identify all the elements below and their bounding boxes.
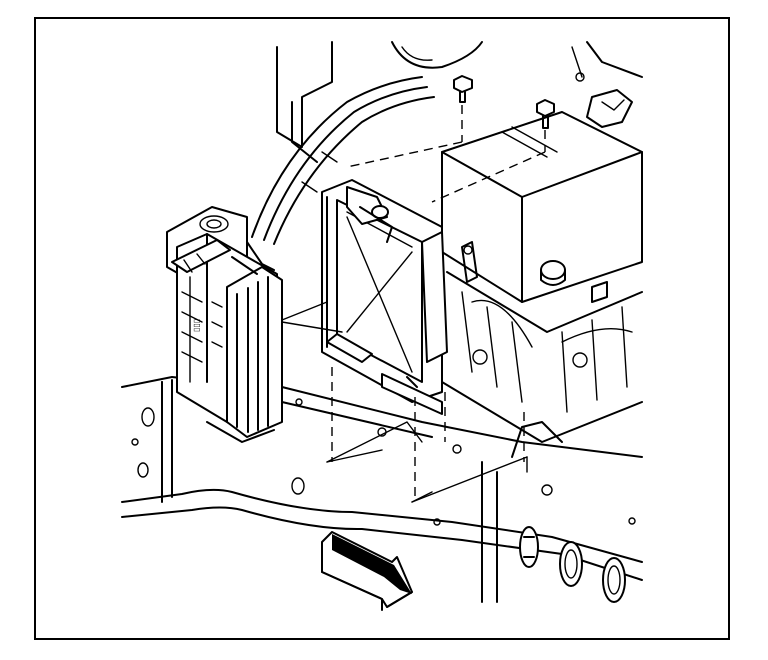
harness-connector-icon bbox=[231, 241, 275, 275]
svg-text:▯▯▯: ▯▯▯ bbox=[192, 319, 201, 332]
engine-control-module-icon: ▯▯▯ bbox=[171, 233, 283, 443]
fender-slot-icon bbox=[602, 557, 626, 603]
installation-guide-lines bbox=[281, 141, 546, 503]
wiring-harness-icon bbox=[251, 76, 435, 245]
fender-apron-icon bbox=[121, 376, 643, 603]
front-direction-arrow-icon bbox=[321, 531, 413, 611]
battery-tray-icon bbox=[441, 89, 643, 443]
fender-slot-icon bbox=[519, 526, 539, 568]
ecm-bracket-icon bbox=[321, 179, 448, 502]
bolt-icon bbox=[536, 99, 555, 152]
bolt-icon bbox=[453, 75, 473, 142]
fender-slot-icon bbox=[559, 541, 583, 587]
ecm-mounting-diagram: ▯▯▯ bbox=[121, 41, 643, 611]
strut-tower-icon bbox=[276, 41, 643, 163]
illustration-frame: ▯▯▯ bbox=[34, 17, 730, 640]
